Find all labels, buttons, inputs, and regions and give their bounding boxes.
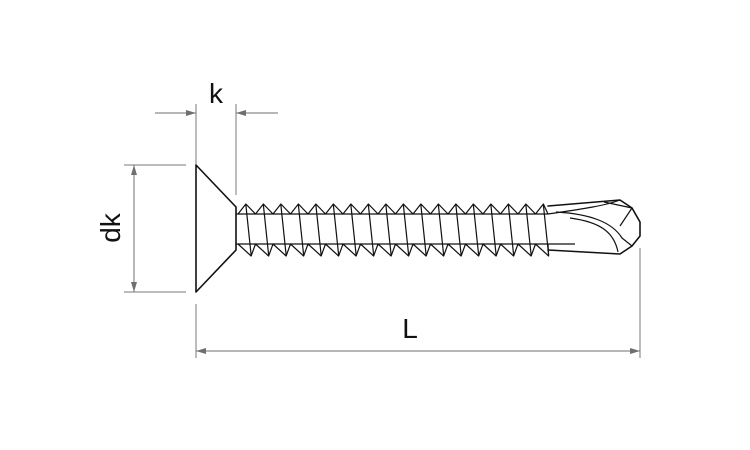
thread-crest-line [262,204,270,256]
thread-crest-line [245,204,252,256]
L-arrow-left [196,348,206,354]
L-label: L [402,313,418,344]
thread-crest-line [297,204,305,256]
thread-crest-line [455,204,462,256]
thread-profile-top [237,203,549,215]
thread-crest-line [315,204,322,256]
screw-icon [195,164,641,293]
screw-threads [237,203,550,257]
thread-crest-line [472,204,480,256]
thread-crest-line [350,204,357,256]
thread-crest-line [367,204,375,256]
k-label: k [209,78,224,109]
drill-point-flutes [547,199,633,253]
thread-crest-line [280,204,287,256]
screw-head [195,164,237,293]
thread-profile-bottom [237,243,550,257]
thread-crest-line [525,204,532,256]
thread-crest-line [507,204,515,256]
thread-crest-line [420,204,427,256]
thread-crest-line [385,204,392,256]
k-arrow-left [186,110,196,116]
L-arrow-right [630,348,640,354]
dk-arrow-top [131,165,137,175]
thread-crest-line [437,204,445,256]
dimension-k: k [155,78,278,195]
drill-point-outline [547,199,641,255]
dk-arrow-bottom [131,282,137,292]
k-arrow-right [236,110,246,116]
dimension-L: L [195,248,641,358]
thread-crest-line [490,204,497,256]
dimension-dk: dk [95,164,186,293]
thread-crest-line [332,204,340,256]
thread-crest-line [402,204,410,256]
screw-core [236,213,548,245]
dk-label: dk [95,212,126,243]
